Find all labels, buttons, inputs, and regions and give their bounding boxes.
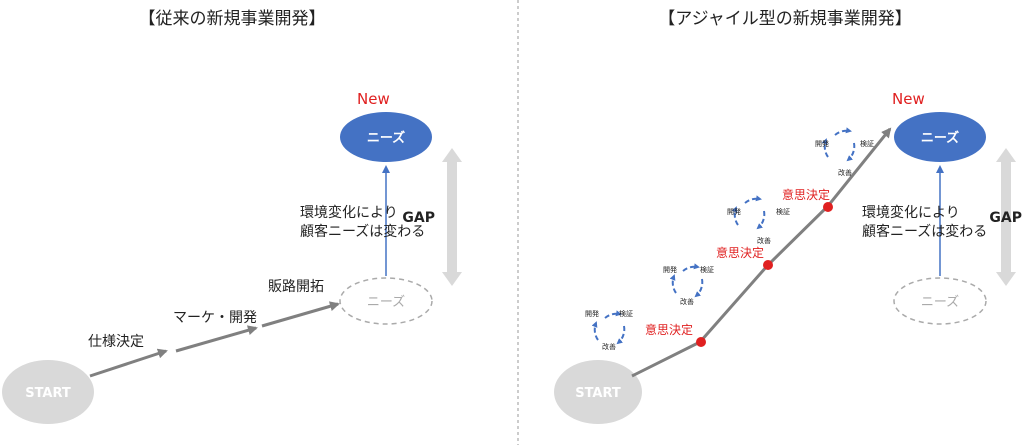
- left-needs-label: ニーズ: [367, 130, 405, 146]
- cycle-1-verify: 検証: [619, 309, 633, 318]
- cycle-3-verify: 検証: [776, 207, 790, 216]
- right-gap-label: GAP: [989, 210, 1022, 226]
- cycle-group-3: 開発 検証 改善: [727, 195, 790, 245]
- cycle-2-verify: 検証: [700, 265, 714, 274]
- decision-dot-2: [763, 260, 773, 270]
- left-change-line-2: 顧客ニーズは変わる: [300, 223, 425, 240]
- left-arrow-2: [175, 325, 258, 353]
- decision-label-2: 意思決定: [716, 245, 764, 260]
- decision-dot-3: [823, 202, 833, 212]
- cycle-1-dev: 開発: [585, 309, 599, 318]
- left-new-label: New: [357, 90, 390, 108]
- right-new-label: New: [892, 90, 925, 108]
- decision-label-3: 意思決定: [782, 187, 830, 202]
- cycle-2-improve: 改善: [680, 297, 694, 306]
- decision-dot-1: [696, 337, 706, 347]
- right-title: 【アジャイル型の新規事業開発】: [658, 9, 911, 29]
- left-old-needs-node: [339, 277, 433, 325]
- left-gap-label: GAP: [402, 210, 435, 226]
- right-old-needs-node: [893, 277, 987, 325]
- right-needs-label: ニーズ: [921, 130, 959, 146]
- right-old-needs-label: ニーズ: [921, 294, 959, 310]
- cycle-3-dev: 開発: [727, 207, 741, 216]
- cycle-group-1: 開発 検証 改善: [585, 309, 633, 351]
- left-step-2: マーケ・開発: [173, 310, 257, 326]
- left-gap-arrow: [442, 148, 462, 286]
- left-step-3: 販路開拓: [268, 279, 324, 295]
- left-start-label: START: [25, 386, 71, 401]
- decision-label-1: 意思決定: [645, 322, 693, 337]
- cycle-group-2: 開発 検証 改善: [663, 263, 714, 306]
- left-arrow-1: [89, 348, 168, 378]
- right-change-line-2: 顧客ニーズは変わる: [862, 223, 987, 240]
- right-needs-node: [894, 112, 986, 162]
- right-start-node: [554, 360, 642, 424]
- cycle-group-4: 開発 検証 改善: [815, 127, 874, 177]
- left-old-needs-label: ニーズ: [367, 294, 405, 310]
- left-arrow-3: [261, 301, 340, 328]
- left-change-line-1: 環境変化により: [300, 204, 398, 221]
- right-start-label: START: [575, 386, 621, 401]
- left-start-node: [2, 360, 94, 424]
- cycle-3-improve: 改善: [757, 236, 771, 245]
- cycle-4-dev: 開発: [815, 139, 829, 148]
- right-change-line-1: 環境変化により: [862, 204, 960, 221]
- left-step-1: 仕様決定: [88, 334, 144, 350]
- left-title: 【従来の新規事業開発】: [139, 9, 326, 29]
- cycle-4-improve: 改善: [838, 168, 852, 177]
- cycle-2-dev: 開発: [663, 265, 677, 274]
- left-needs-node: [340, 112, 432, 162]
- right-gap-arrow: [996, 148, 1016, 286]
- cycle-1-improve: 改善: [602, 342, 616, 351]
- cycle-4-verify: 検証: [860, 139, 874, 148]
